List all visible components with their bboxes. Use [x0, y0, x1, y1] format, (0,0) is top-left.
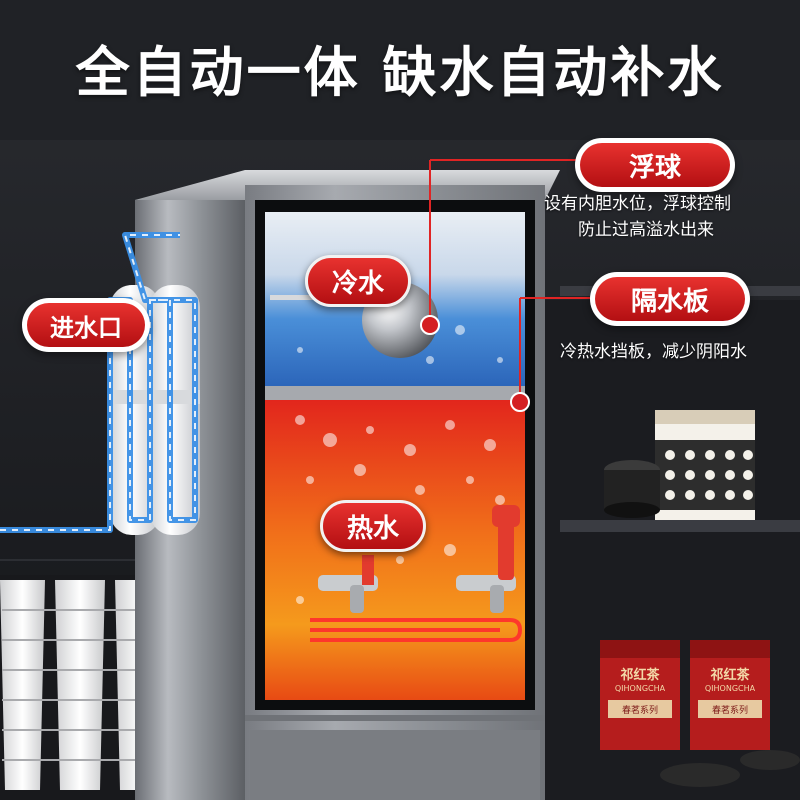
leader-lines [429, 159, 600, 402]
faucet-right [456, 505, 520, 613]
label-partition-text: 隔水板 [595, 277, 745, 321]
tea-box-left [600, 640, 680, 750]
tea-box-right-series: 春茗系列 [711, 706, 748, 716]
note-float-ball-line2: 防止过高溢水出来 [578, 220, 714, 240]
tea-box-right-name: 祁红茶 [710, 668, 750, 683]
tea-box-right [690, 640, 770, 750]
label-float-ball-text: 浮球 [580, 143, 730, 187]
label-hot-water: 热水 [320, 500, 426, 552]
note-partition-line1: 冷热水挡板，减少阴阳水 [560, 342, 747, 362]
black-bowl [604, 460, 660, 518]
label-water-inlet: 进水口 [22, 298, 150, 352]
label-cold-water: 冷水 [305, 255, 411, 307]
note-float-ball-line1: 设有内胆水位，浮球控制 [544, 194, 731, 214]
label-water-inlet-text: 进水口 [27, 303, 145, 347]
page-headline: 全自动一体 缺水自动补水 [75, 41, 725, 104]
tea-box-left-name: 祁红茶 [620, 668, 660, 683]
label-float-ball: 浮球 [575, 138, 735, 192]
canister-top [655, 410, 755, 520]
tea-box-left-series: 春茗系列 [621, 706, 658, 716]
tea-box-left-pinyin: QIHONGCHA [614, 684, 666, 693]
label-partition: 隔水板 [590, 272, 750, 326]
faucet-left [318, 555, 378, 613]
tea-box-right-pinyin: QIHONGCHA [704, 684, 756, 693]
